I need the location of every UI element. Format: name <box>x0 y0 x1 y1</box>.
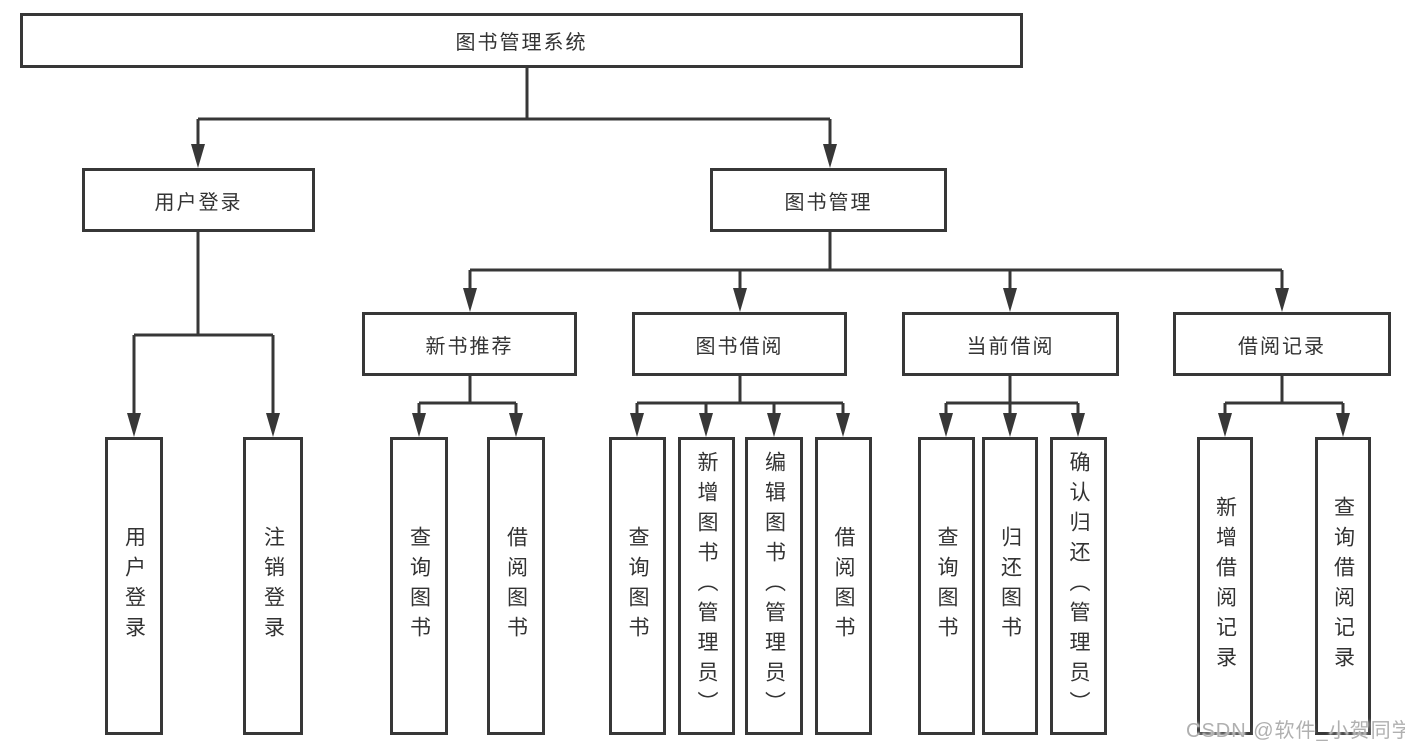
edge-borrowing-records <box>1223 376 1345 413</box>
arrowhead <box>1336 413 1350 437</box>
node-borrowing-records: 借阅记录 <box>1173 312 1391 376</box>
arrowhead <box>699 413 713 437</box>
arrowhead <box>412 413 426 437</box>
arrowhead <box>1218 413 1232 437</box>
node-book-management: 图书管理 <box>710 168 947 232</box>
arrowhead <box>1003 288 1017 312</box>
arrowhead <box>836 413 850 437</box>
edge-book-management <box>468 232 1284 288</box>
arrowhead <box>767 413 781 437</box>
arrowhead <box>1275 288 1289 312</box>
arrowhead <box>733 288 747 312</box>
node-leaf-query-borrow-record: 查询借阅记录 <box>1315 437 1371 735</box>
arrowhead <box>630 413 644 437</box>
node-current-borrowing: 当前借阅 <box>902 312 1119 376</box>
arrowhead <box>463 288 477 312</box>
node-leaf-query-book-1: 查询图书 <box>390 437 448 735</box>
arrowhead <box>509 413 523 437</box>
node-leaf-query-book-3: 查询图书 <box>918 437 975 735</box>
node-leaf-add-book-admin: 新增图书（管理员） <box>678 437 735 735</box>
edge-book-borrowing <box>635 376 845 413</box>
node-user-login: 用户登录 <box>82 168 315 232</box>
arrowhead <box>127 413 141 437</box>
edge-user-login <box>132 232 275 413</box>
arrowhead <box>266 413 280 437</box>
arrowhead <box>939 413 953 437</box>
node-leaf-logout: 注销登录 <box>243 437 303 735</box>
edge-new-book-recommend <box>417 376 518 413</box>
arrowhead <box>1071 413 1085 437</box>
edge-root-trunk <box>196 68 832 146</box>
arrowhead <box>191 144 205 168</box>
arrowhead <box>1003 413 1017 437</box>
node-leaf-borrow-book-1: 借阅图书 <box>487 437 545 735</box>
node-leaf-confirm-return-admin: 确认归还（管理员） <box>1050 437 1107 735</box>
csdn-watermark: CSDN @软件_小贺同学 <box>1186 720 1405 742</box>
arrowhead <box>823 144 837 168</box>
node-leaf-query-book-2: 查询图书 <box>609 437 666 735</box>
node-leaf-return-book: 归还图书 <box>982 437 1038 735</box>
node-leaf-borrow-book-2: 借阅图书 <box>815 437 872 735</box>
node-leaf-user-login: 用户登录 <box>105 437 163 735</box>
node-leaf-add-borrow-record: 新增借阅记录 <box>1197 437 1253 735</box>
node-leaf-edit-book-admin: 编辑图书（管理员） <box>745 437 803 735</box>
node-root: 图书管理系统 <box>20 13 1023 68</box>
node-book-borrowing: 图书借阅 <box>632 312 847 376</box>
edge-current-borrowing <box>944 376 1080 413</box>
node-new-book-recommend: 新书推荐 <box>362 312 577 376</box>
